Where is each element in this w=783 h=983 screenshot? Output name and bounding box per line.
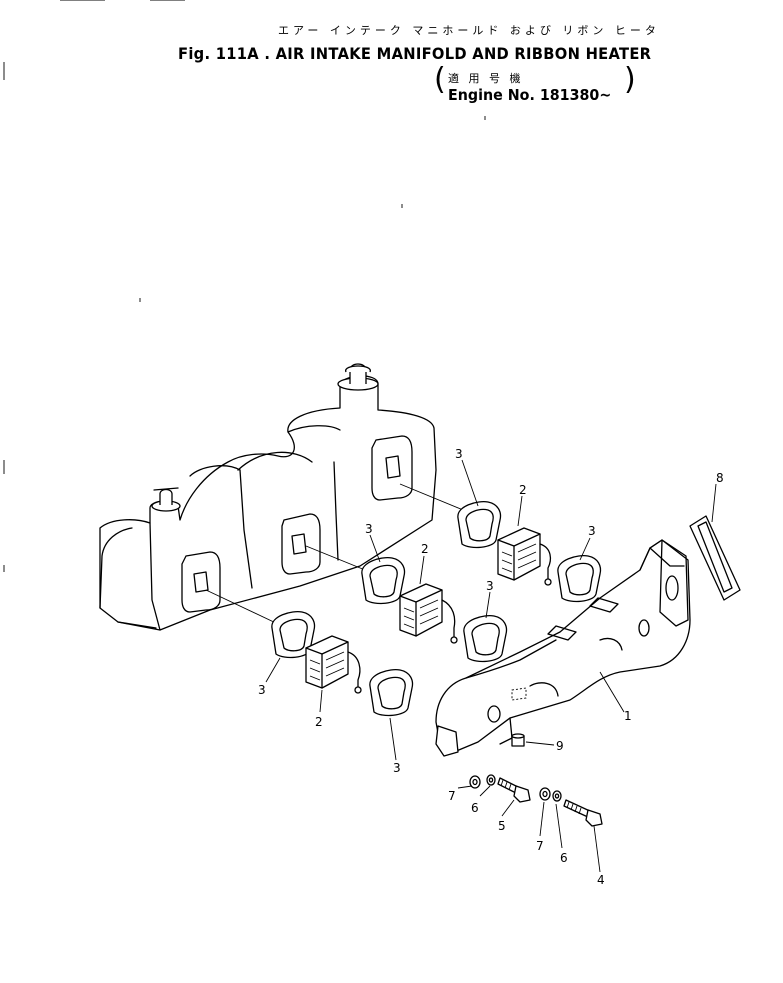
callout-lock-washer: 6 bbox=[471, 801, 479, 815]
applicable-label-ja: 適 用 号 機 bbox=[448, 72, 524, 85]
intake-manifold bbox=[435, 539, 691, 757]
callout-gasket: 3 bbox=[455, 447, 463, 461]
callout-gasket: 3 bbox=[258, 683, 266, 697]
gasket-group bbox=[271, 500, 602, 717]
plain-washer bbox=[469, 775, 481, 789]
ribbon-heater bbox=[399, 583, 458, 644]
japanese-title: エアー インテーク マニホールド および リボン ヒータ bbox=[278, 24, 660, 37]
callout-bolt-short: 5 bbox=[498, 819, 506, 833]
callout-intake-manifold: 1 bbox=[624, 709, 632, 723]
gasket bbox=[457, 500, 502, 549]
ribbon-heater-group bbox=[305, 527, 552, 694]
cylinder-head-cover bbox=[99, 363, 437, 631]
bolt-long bbox=[563, 799, 603, 827]
callout-leaders bbox=[265, 459, 717, 873]
gasket bbox=[463, 614, 508, 663]
callout-bolt-long: 4 bbox=[597, 873, 605, 887]
engine-number: Engine No. 181380~ bbox=[448, 86, 612, 104]
callout-gasket: 3 bbox=[588, 524, 596, 538]
lock-washer bbox=[486, 774, 496, 786]
plug bbox=[511, 733, 525, 747]
ribbon-heater bbox=[497, 527, 552, 586]
bolt-short bbox=[497, 777, 531, 803]
plain-washer bbox=[539, 787, 551, 801]
manifold-end-gasket bbox=[689, 515, 741, 601]
callout-end-gasket: 8 bbox=[716, 471, 724, 485]
callout-lock-washer: 6 bbox=[560, 851, 568, 865]
callout-gasket: 3 bbox=[393, 761, 401, 775]
callout-ribbon-heater: 2 bbox=[421, 542, 429, 556]
callout-plug: 9 bbox=[556, 739, 564, 753]
lock-washer bbox=[552, 790, 562, 802]
left-parenthesis: ( bbox=[434, 62, 446, 97]
callout-numbers: 3 2 3 3 2 3 8 1 9 3 2 3 7 6 5 7 6 4 bbox=[258, 447, 724, 887]
gasket bbox=[557, 554, 602, 603]
figure-title: Fig. 111A . AIR INTAKE MANIFOLD AND RIBB… bbox=[178, 44, 652, 63]
callout-plain-washer: 7 bbox=[536, 839, 544, 853]
gasket bbox=[369, 668, 414, 717]
scan-marks bbox=[3, 0, 486, 572]
gasket bbox=[361, 556, 406, 605]
fastener-group bbox=[469, 774, 603, 827]
right-parenthesis: ) bbox=[624, 62, 636, 97]
callout-gasket: 3 bbox=[486, 579, 494, 593]
callout-gasket: 3 bbox=[365, 522, 373, 536]
ribbon-heater bbox=[305, 635, 362, 694]
callout-ribbon-heater: 2 bbox=[519, 483, 527, 497]
assembly-lines bbox=[205, 483, 469, 625]
callout-plain-washer: 7 bbox=[448, 789, 456, 803]
callout-ribbon-heater: 2 bbox=[315, 715, 323, 729]
gasket bbox=[271, 610, 316, 659]
